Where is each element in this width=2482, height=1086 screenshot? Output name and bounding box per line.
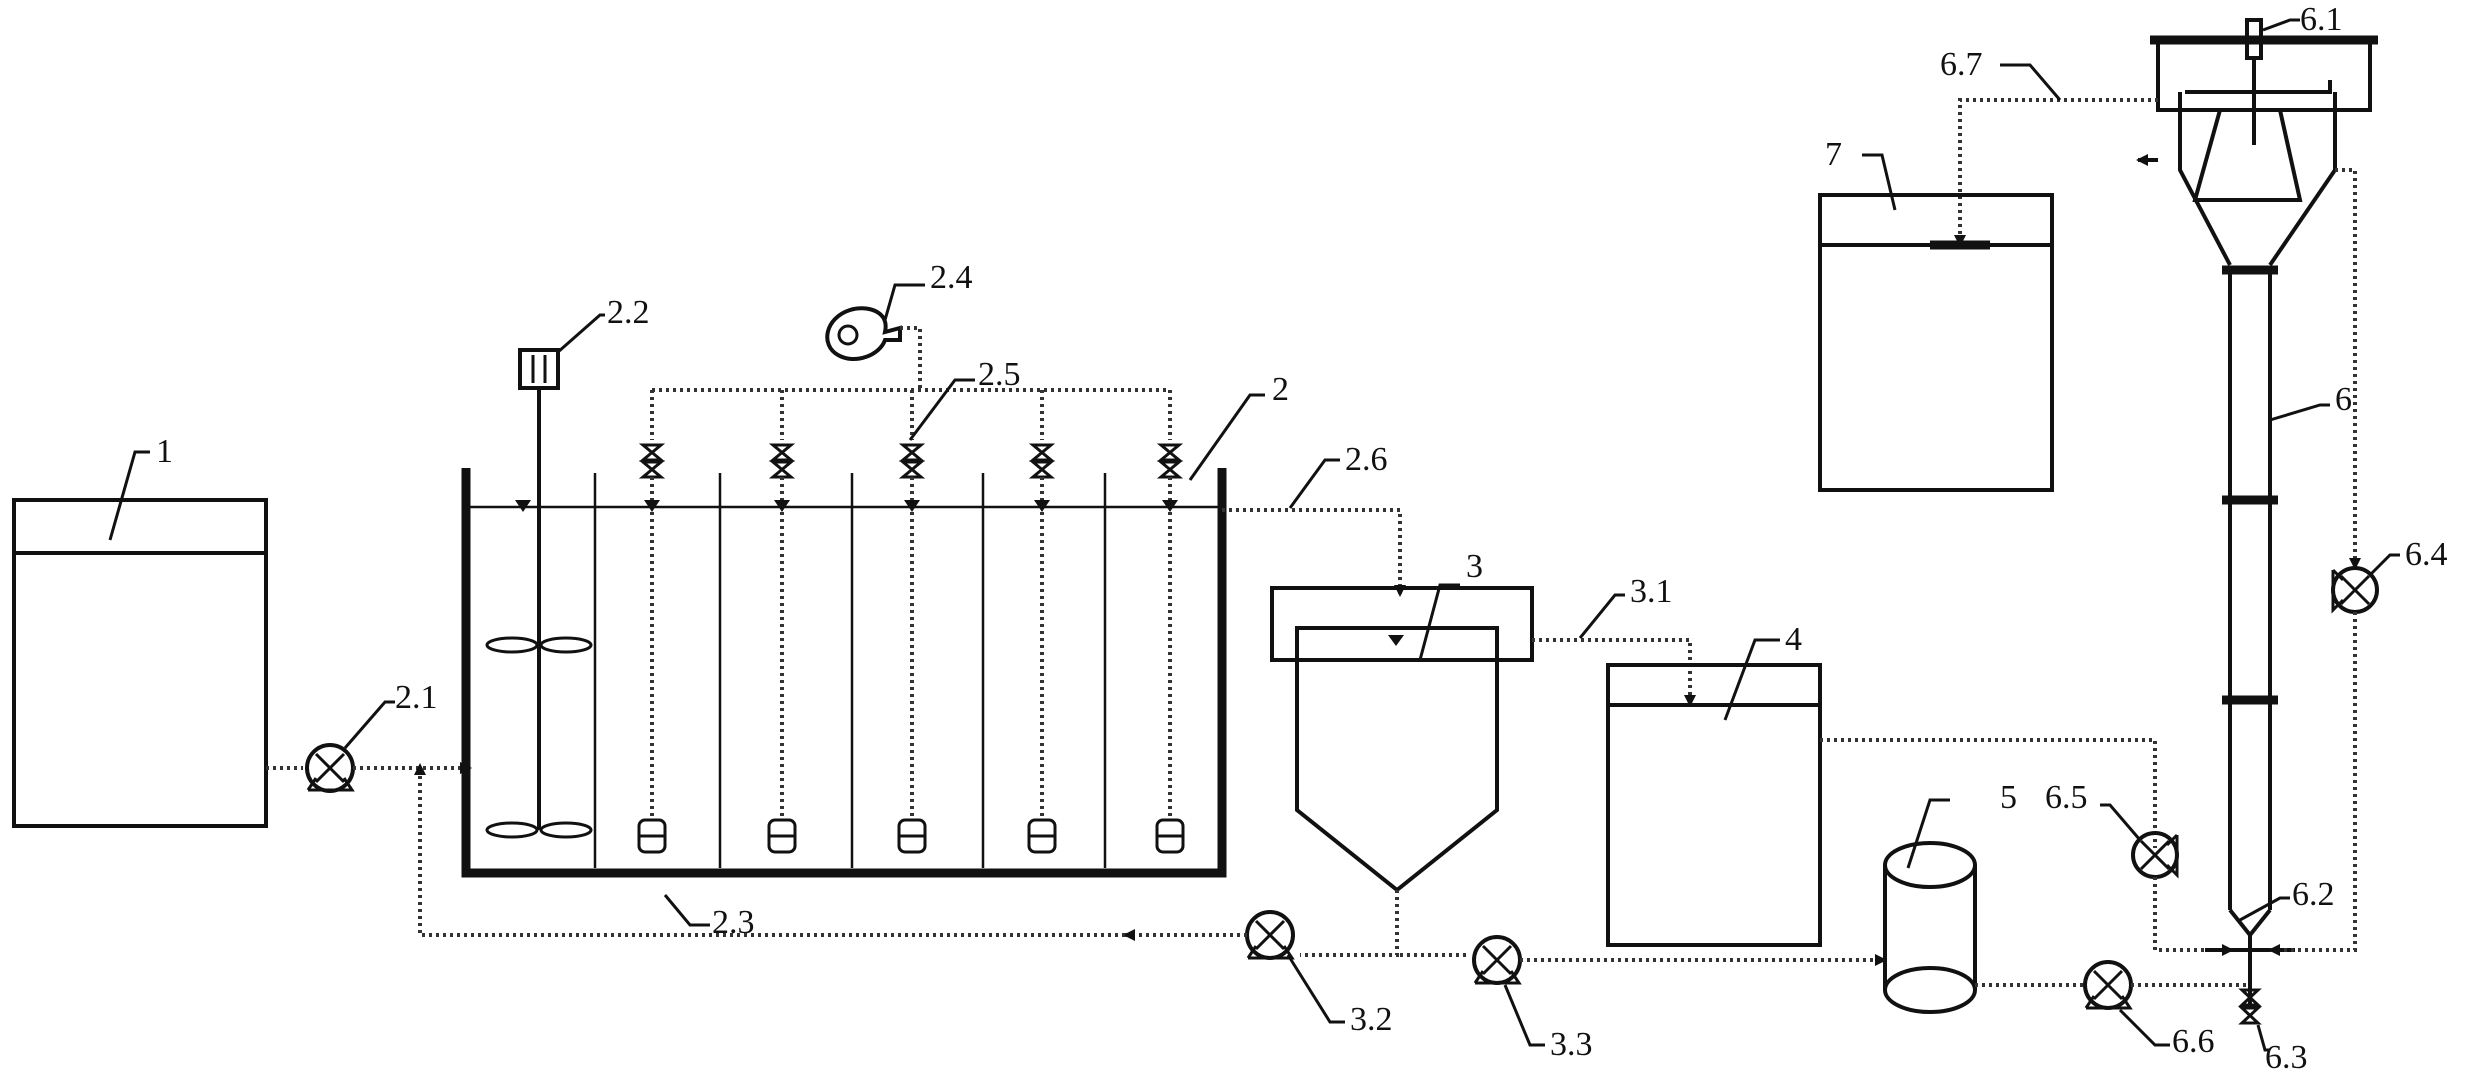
water-level-marker (774, 500, 790, 512)
product-tank-7 (1818, 193, 2054, 492)
label-pipe-3-1: 3.1 (1630, 573, 1673, 610)
label-reactor-2: 2 (1272, 371, 1289, 408)
anoxic-oxic-reactor (461, 468, 1227, 878)
label-pump-3-3: 3.3 (1550, 1026, 1593, 1063)
water-level-marker (904, 500, 920, 512)
label-pump-6-5: 6.5 (2045, 779, 2088, 816)
return-pump-3-2 (1245, 910, 1295, 960)
label-tank-7: 7 (1825, 136, 1842, 173)
air-valve-icon (768, 443, 796, 479)
label-tank-4: 4 (1785, 621, 1802, 658)
label-column-6: 6 (2335, 381, 2352, 418)
label-valve-2-5: 2.5 (978, 356, 1021, 393)
air-distribution (637, 390, 1185, 854)
water-level-marker (1034, 500, 1050, 512)
air-valve-icon (1156, 443, 1184, 479)
raw-water-tank (12, 450, 268, 828)
label-pump-2-1: 2.1 (395, 679, 438, 716)
drain-valve-6-3 (2238, 988, 2262, 1025)
water-level-marker (644, 500, 660, 512)
air-valve-icon (638, 443, 666, 479)
mixer-2-2 (485, 348, 593, 839)
blower-2-4 (825, 306, 902, 361)
water-level-marker (1162, 500, 1178, 512)
label-pump-3-2: 3.2 (1350, 1001, 1393, 1038)
feed-pump-6-6 (2083, 960, 2133, 1010)
label-inlet-6-2: 6.2 (2292, 876, 2335, 913)
air-valve-icon (1028, 443, 1056, 479)
settler-3 (1270, 586, 1534, 893)
label-pump-6-4: 6.4 (2405, 536, 2448, 573)
label-mixer-2-2: 2.2 (607, 294, 650, 331)
pipe-6-7 (1954, 98, 2158, 247)
intermediate-tank-4 (1606, 663, 1822, 947)
motor-6-1 (2245, 18, 2263, 145)
label-blower-2-4: 2.4 (930, 259, 973, 296)
reactor-column-6 (2150, 35, 2378, 1005)
label-pump-6-6: 6.6 (2172, 1023, 2215, 1060)
label-pipe-6-7: 6.7 (1940, 46, 1983, 83)
label-pipe-2-6: 2.6 (1345, 441, 1388, 478)
label-vessel-5: 5 (2000, 779, 2017, 816)
label-diffuser-2-3: 2.3 (712, 904, 755, 941)
label-valve-6-3: 6.3 (2265, 1039, 2308, 1076)
air-valve-icon (898, 443, 926, 479)
sludge-vessel-5 (1883, 841, 1977, 1014)
pipe-2-6 (1222, 508, 1406, 597)
pipe-3-1 (1532, 638, 1696, 707)
label-motor-6-1: 6.1 (2300, 1, 2343, 38)
sludge-pump-3-3 (1472, 935, 1522, 985)
label-settler-3: 3 (1466, 548, 1483, 585)
label-tank-1: 1 (156, 433, 173, 470)
feed-pump-2-1 (305, 743, 355, 793)
